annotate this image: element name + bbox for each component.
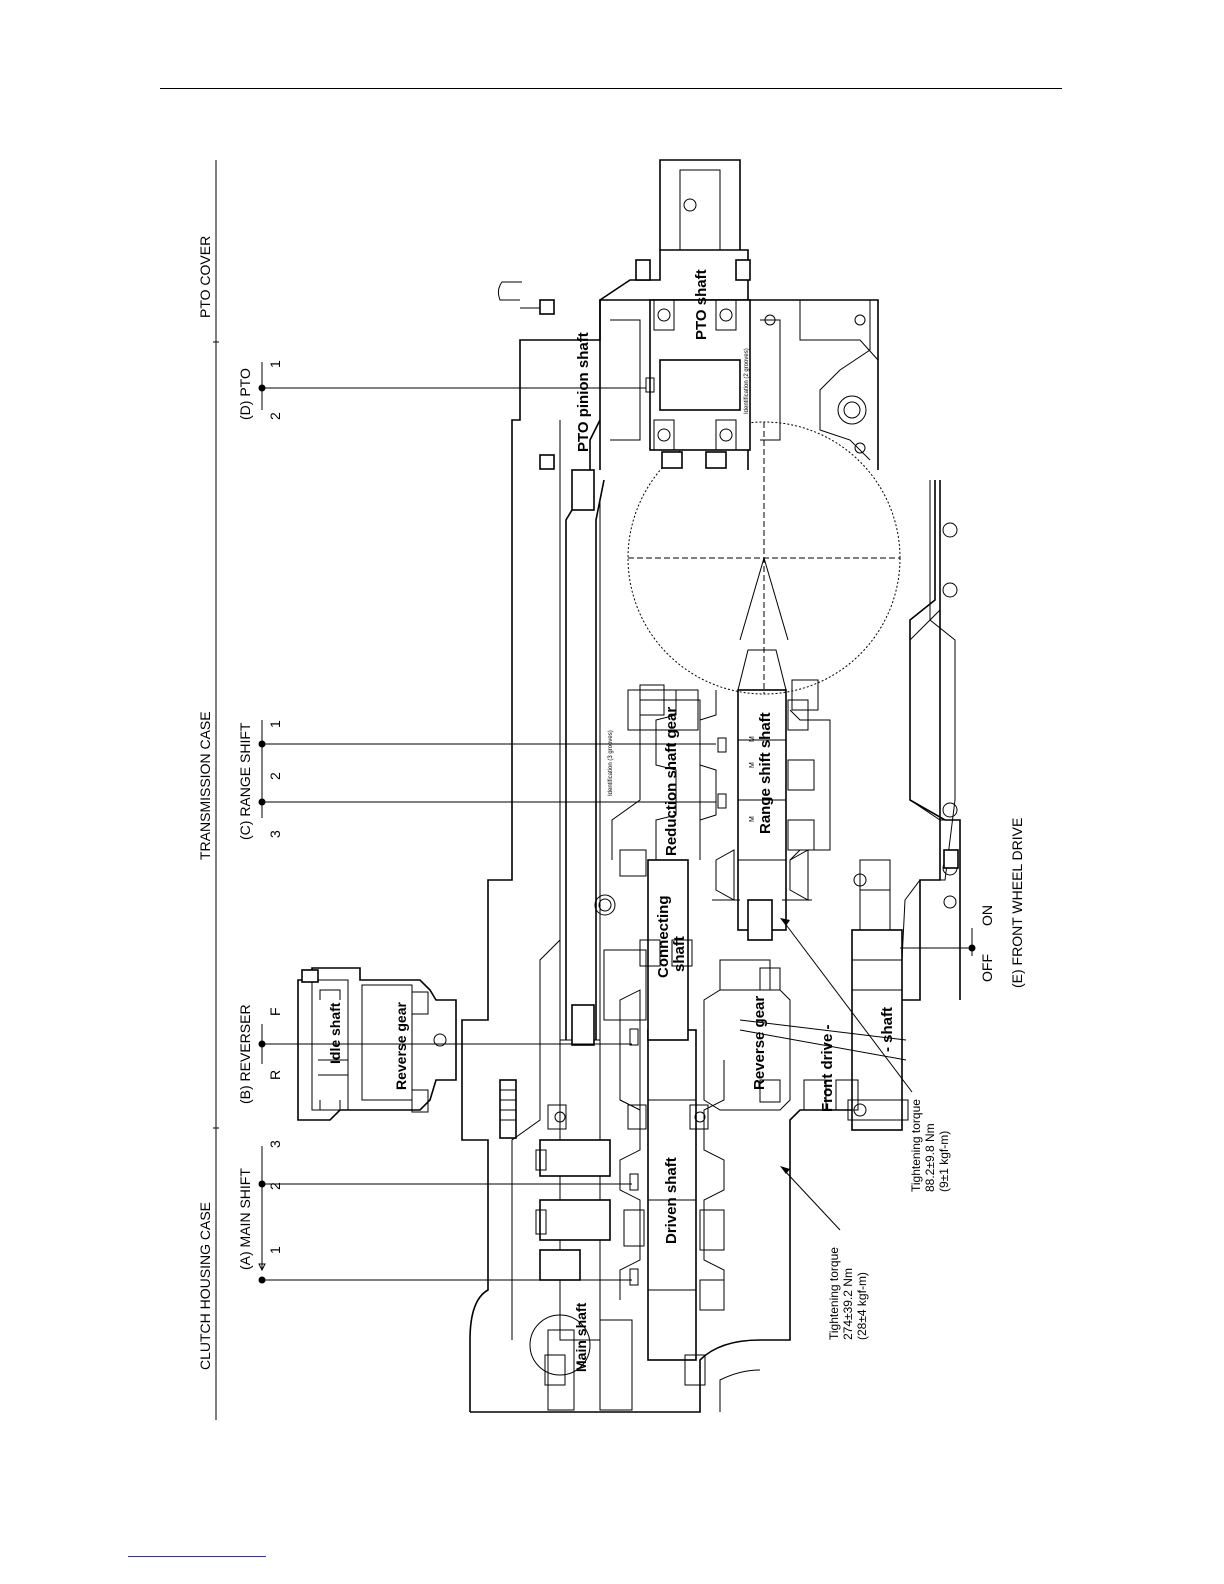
lever-d-pos-2: 2: [267, 412, 283, 420]
label-driven-shaft: Driven shaft: [663, 1157, 680, 1244]
label-range-shift-shaft: Range shift shaft: [757, 712, 774, 834]
mark-identification-3: Identification (3 grooves): [608, 730, 614, 796]
torque-upper-kgf: (9±1 kgf-m): [937, 1131, 951, 1192]
lever-d-pos-1: 1: [267, 360, 283, 368]
lever-c-label: (C) RANGE SHIFT: [237, 722, 253, 840]
label-reverse-gear-lower: Reverse gear: [751, 996, 768, 1090]
label-connecting-1: Connecting: [655, 896, 672, 979]
mark-m-2: M: [749, 762, 756, 768]
mark-m-3: M: [749, 816, 756, 822]
footer-link-rule: [128, 1556, 266, 1557]
ring-gear: [627, 421, 901, 695]
lever-b-label: (B) REVERSER: [237, 1004, 253, 1104]
section-transmission: TRANSMISSION CASE: [197, 711, 213, 860]
connecting-shaft: [594, 689, 701, 1041]
label-main-shaft: Main shaft: [573, 1302, 589, 1372]
header-rule: [160, 88, 1062, 89]
lever-lines: [258, 362, 976, 1284]
torque-upper-title: Tightening torque: [909, 1099, 923, 1192]
lower-frame: [909, 480, 961, 1000]
lever-e-pos-off: OFF: [979, 954, 995, 982]
lever-a-pos-3: 3: [267, 1140, 283, 1148]
lever-c-pos-1: 1: [267, 720, 283, 728]
torque-upper-value: 88.2±9.8 Nm: [923, 1123, 937, 1192]
range-shift-assembly: [639, 649, 909, 1131]
label-front-drive: Front drive -: [819, 1024, 836, 1112]
label-idle-shaft: Idle shaft: [327, 1002, 343, 1064]
pto-assembly: [497, 159, 871, 470]
label-pto-pinion-shaft: PTO pinion shaft: [575, 332, 592, 452]
torque-leaders: [739, 918, 913, 1231]
torque-lower-kgf: (28±4 kgf-m): [855, 1272, 869, 1340]
lever-a-label: (A) MAIN SHIFT: [237, 1168, 253, 1270]
lever-e-pos-on: ON: [979, 905, 995, 926]
label-reduction-shaft-gear: Reduction shaft gear: [663, 707, 680, 856]
mark-identification-2: Identification (2 grooves): [744, 348, 750, 414]
mark-m-1: M: [749, 736, 756, 742]
lever-c-pos-3: 3: [267, 830, 283, 838]
label-connecting-2: shaft: [671, 936, 688, 972]
lever-c-pos-2: 2: [267, 772, 283, 780]
lever-a-pos-1: 1: [267, 1246, 283, 1254]
lever-b-pos-f: F: [267, 1007, 283, 1016]
label-front-shaft: - shaft: [879, 1007, 896, 1052]
section-pto-cover: PTO COVER: [197, 236, 213, 318]
main-shaft-assembly: [499, 419, 725, 1411]
reverser-assembly: [297, 959, 791, 1121]
torque-lower-value: 274±39.2 Nm: [841, 1268, 855, 1340]
lever-e-label: (E) FRONT WHEEL DRIVE: [1009, 818, 1025, 988]
lever-b-pos-r: R: [267, 1070, 283, 1080]
label-reverse-gear-upper: Reverse gear: [393, 1001, 409, 1090]
section-divider: [213, 160, 219, 1420]
label-pto-shaft: PTO shaft: [693, 269, 710, 340]
torque-lower-title: Tightening torque: [827, 1247, 841, 1340]
section-clutch-housing: CLUTCH HOUSING CASE: [197, 1202, 213, 1370]
lever-d-label: (D) PTO: [237, 368, 253, 420]
lever-a-pos-2: 2: [267, 1182, 283, 1190]
